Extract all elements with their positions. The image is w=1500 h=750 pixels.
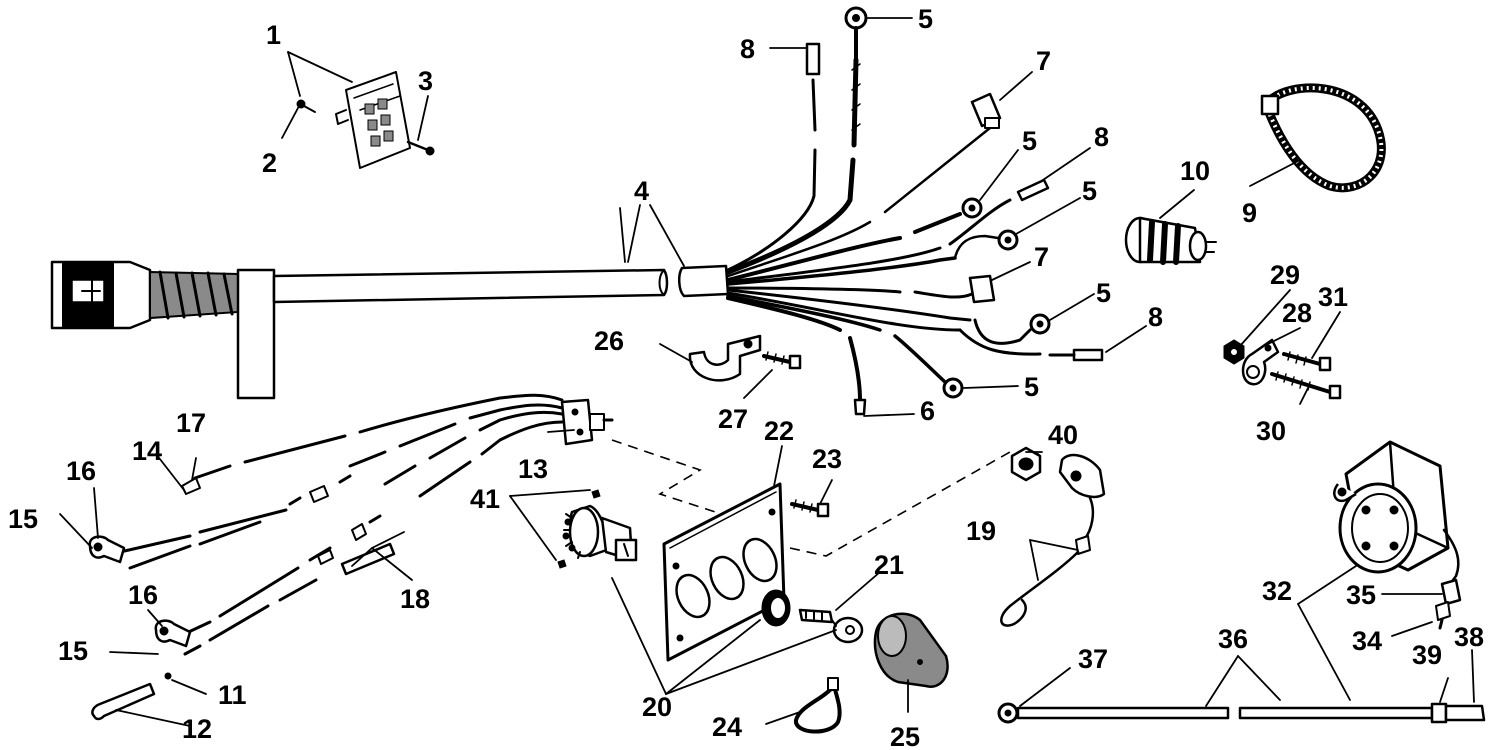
panel-plate-22 (662, 482, 786, 662)
callout-8a: 8 (740, 34, 755, 64)
clamp-28 (1241, 338, 1280, 386)
battery-cable-36 (997, 702, 1486, 724)
callout-9: 9 (1242, 198, 1257, 228)
nut-41 (557, 489, 601, 569)
callout-19: 19 (966, 516, 996, 546)
callout-8b: 8 (1094, 122, 1109, 152)
callout-14: 14 (132, 436, 162, 466)
callout-2: 2 (262, 148, 277, 178)
callout-18: 18 (400, 584, 430, 614)
callout-10: 10 (1180, 156, 1210, 186)
callout-7b: 7 (1034, 242, 1049, 272)
callout-13: 13 (518, 454, 548, 484)
callout-24: 24 (712, 712, 742, 742)
screw-31 (1282, 351, 1332, 372)
plug-part-10 (1124, 216, 1217, 265)
callout-41: 41 (470, 484, 500, 514)
callout-3: 3 (418, 66, 433, 96)
callout-21: 21 (874, 550, 904, 580)
callout-31: 31 (1318, 282, 1348, 312)
callout-5e: 5 (1024, 372, 1039, 402)
clamp-24 (794, 677, 842, 734)
key-21 (798, 608, 864, 644)
callout-40: 40 (1048, 420, 1078, 450)
screw-23 (790, 499, 830, 518)
callout-35: 35 (1346, 580, 1376, 610)
switch-13 (560, 398, 614, 446)
callout-20: 20 (642, 692, 672, 722)
nut-29 (1223, 339, 1245, 365)
callout-labels: 1 2 3 4 5 5 5 5 5 6 7 7 8 8 8 9 10 11 12… (8, 4, 1484, 750)
callout-7a: 7 (1036, 46, 1051, 76)
callout-8c: 8 (1148, 302, 1163, 332)
boot-25 (873, 612, 949, 688)
callout-27: 27 (718, 404, 748, 434)
callout-34: 34 (1352, 626, 1382, 656)
nut-40 (1010, 446, 1042, 482)
callout-1: 1 (266, 20, 281, 50)
callout-15a: 15 (8, 504, 38, 534)
wire-bundle (725, 6, 1104, 416)
callout-28: 28 (1282, 298, 1312, 328)
callout-15b: 15 (58, 636, 88, 666)
callout-22: 22 (764, 416, 794, 446)
callout-16a: 16 (66, 456, 96, 486)
callout-25: 25 (890, 722, 920, 750)
cable-tie-part (1260, 83, 1386, 193)
ignition-switch-20 (562, 504, 638, 562)
lanyard-19 (1000, 453, 1106, 627)
callout-30: 30 (1256, 416, 1286, 446)
callout-39: 39 (1412, 640, 1442, 670)
terminal-plate-part (335, 71, 411, 169)
callout-26: 26 (594, 326, 624, 356)
callout-32: 32 (1262, 576, 1292, 606)
callout-5d: 5 (1096, 278, 1111, 308)
callout-38: 38 (1454, 622, 1484, 652)
callout-5a: 5 (918, 4, 933, 34)
callout-12: 12 (182, 714, 212, 744)
screw-30 (1270, 371, 1342, 400)
callout-36: 36 (1218, 624, 1248, 654)
screw-2 (296, 99, 316, 113)
clip-26 (688, 334, 762, 382)
solenoid-32 (1333, 440, 1462, 630)
callout-29: 29 (1270, 260, 1300, 290)
screw-3 (406, 140, 435, 156)
callout-37: 37 (1078, 644, 1108, 674)
callout-6: 6 (920, 396, 935, 426)
callout-5c: 5 (1082, 176, 1097, 206)
callout-17: 17 (176, 408, 206, 438)
leader-lines (59, 17, 1475, 727)
callout-23: 23 (812, 444, 842, 474)
callout-16b: 16 (128, 580, 158, 610)
main-harness-part (50, 260, 730, 400)
screw-27 (762, 351, 802, 370)
callout-5b: 5 (1022, 126, 1037, 156)
ring-nut-20 (761, 589, 791, 627)
callout-4: 4 (634, 176, 649, 206)
callout-11: 11 (218, 680, 247, 710)
